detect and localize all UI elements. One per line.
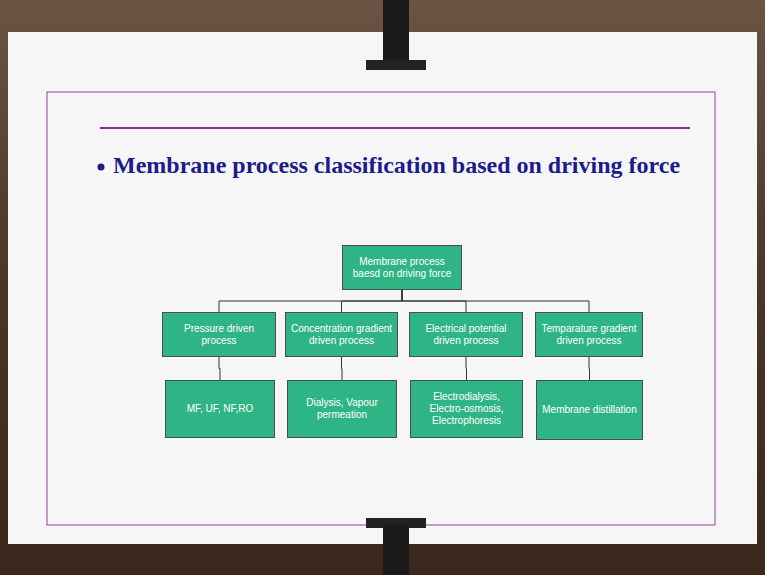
slide-title: Membrane process classification based on… (113, 148, 688, 183)
process-box: Pressure driven process (162, 312, 276, 357)
box-label: Electrodialysis, Electro-osmosis, Electr… (415, 391, 518, 427)
process-box: Dialysis, Vapour permeation (287, 380, 397, 438)
binder-clip (383, 0, 409, 66)
tree-connector (466, 357, 468, 380)
box-label: Membrane process baesd on driving force (347, 256, 457, 280)
box-label: Electrical potential driven process (414, 323, 518, 347)
process-box: Electrical potential driven process (409, 312, 523, 357)
root-box: Membrane process baesd on driving force (342, 245, 462, 290)
slide-sheet (8, 32, 757, 544)
process-box: MF, UF, NF,RO (165, 380, 275, 438)
tree-connector (402, 290, 589, 312)
title-rule (100, 127, 690, 129)
title-bullet (98, 164, 105, 171)
box-label: MF, UF, NF,RO (187, 403, 254, 415)
tree-connector (342, 290, 403, 312)
process-box: Temparature gradient driven process (535, 312, 643, 357)
tree-connector (589, 357, 591, 380)
tree-connector (219, 290, 402, 312)
process-box: Electrodialysis, Electro-osmosis, Electr… (410, 380, 523, 438)
binder-clip-bar (366, 60, 426, 70)
slide-frame (47, 92, 715, 525)
box-label: Concentration gradient driven process (290, 323, 393, 347)
process-box: Concentration gradient driven process (285, 312, 398, 357)
binder-clip (383, 524, 409, 575)
tree-connector (219, 357, 220, 380)
box-label: Dialysis, Vapour permeation (292, 397, 392, 421)
process-box: Membrane distillation (536, 380, 643, 440)
tree-connector (341, 357, 343, 380)
box-label: Temparature gradient driven process (540, 323, 638, 347)
box-label: Pressure driven process (167, 323, 271, 347)
box-label: Membrane distillation (542, 404, 637, 416)
